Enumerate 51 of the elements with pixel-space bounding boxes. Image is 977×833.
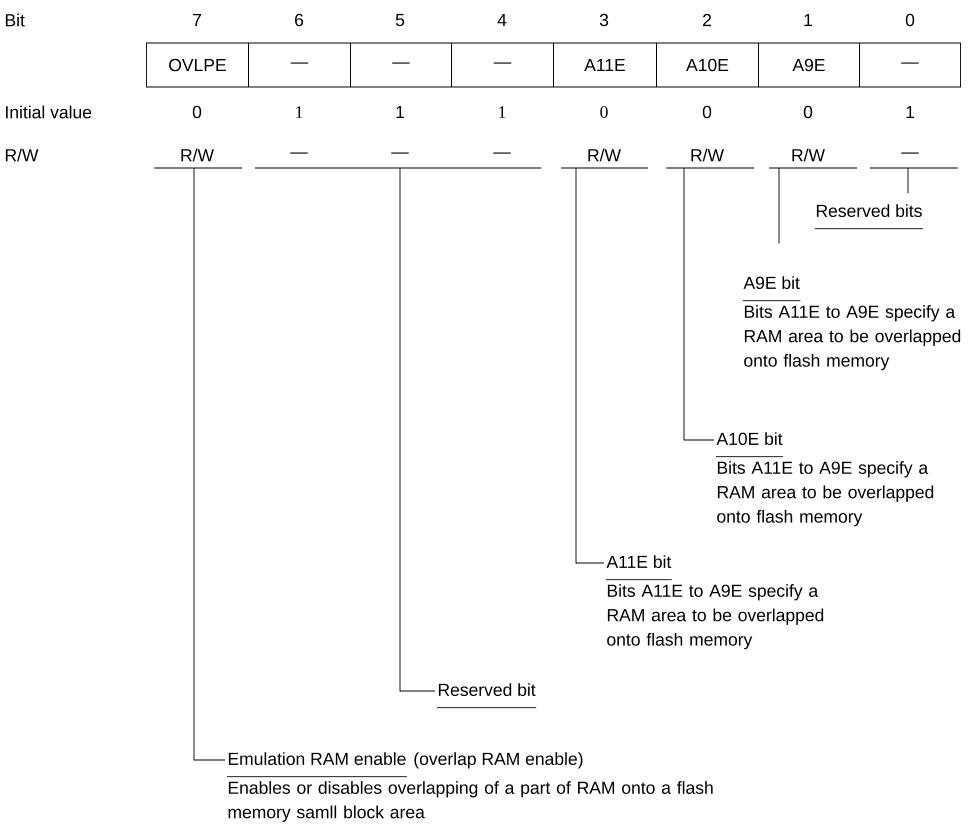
bit-number: 3: [600, 14, 608, 26]
initial-value: 0: [804, 106, 812, 118]
access-label: R/W: [181, 148, 214, 162]
access-label: R/W: [691, 148, 724, 162]
initial-value: 0: [702, 106, 712, 118]
initial-value: 1: [499, 106, 506, 118]
leader-line: [400, 168, 436, 692]
initial-value: 1: [296, 106, 302, 118]
register-cell: A10E: [656, 42, 759, 88]
access-label: R/W: [588, 148, 621, 162]
initial-value: 0: [192, 106, 202, 118]
bit-number: 6: [295, 14, 304, 26]
description-text: Enables or disables overlapping of a part of RAM onto a flash memory samll block area: [228, 781, 713, 822]
register-cell: —: [451, 42, 554, 88]
leader-line: [576, 168, 604, 564]
leader-line: [778, 168, 780, 244]
description-text: Bits A11E to A9E specify a RAM area to be overlapped onto flash memory: [744, 305, 960, 370]
access-label: R/W: [792, 148, 825, 162]
description-heading: Reserved bits: [814, 204, 924, 230]
leader-line: [684, 168, 714, 440]
bit-number: 1: [804, 14, 812, 26]
initial-value: 1: [906, 106, 914, 118]
bit-number: 2: [703, 14, 711, 26]
register-cell: —: [350, 42, 452, 88]
register-cell: —: [248, 42, 351, 88]
row-label: Bit: [6, 14, 25, 26]
register-cell: A11E: [553, 42, 657, 88]
access-label: —: [901, 152, 919, 154]
description-heading: A9E bit: [742, 276, 801, 302]
row-label: Initial value: [6, 106, 92, 118]
description-text: Bits A11E to A9E specify a RAM area to be overlapped onto flash memory: [607, 584, 824, 650]
leader-line: [194, 168, 226, 760]
description-text: Bits A11E to A9E specify a RAM area to be overlapped onto flash memory: [717, 461, 934, 526]
description-heading: A10E bit: [716, 432, 784, 458]
description-heading: Reserved bit: [436, 683, 537, 708]
register-cell: A9E: [758, 42, 860, 88]
register-cell: —: [859, 42, 961, 88]
register-cell: OVLPE: [146, 42, 249, 88]
bit-number: 7: [193, 14, 201, 26]
access-label: —: [391, 152, 409, 154]
description-heading: A11E bit: [606, 555, 672, 580]
bit-number: 5: [396, 14, 404, 26]
initial-value: 1: [396, 106, 404, 118]
row-label: R/W: [6, 148, 38, 162]
access-label: —: [290, 152, 308, 154]
bit-number: 4: [498, 14, 506, 26]
description-heading: Emulation RAM enable: [226, 752, 408, 778]
bit-number: 0: [906, 14, 914, 26]
access-label: —: [493, 152, 511, 154]
initial-value: 0: [600, 106, 608, 118]
description-text: (overlap RAM enable): [414, 752, 582, 769]
